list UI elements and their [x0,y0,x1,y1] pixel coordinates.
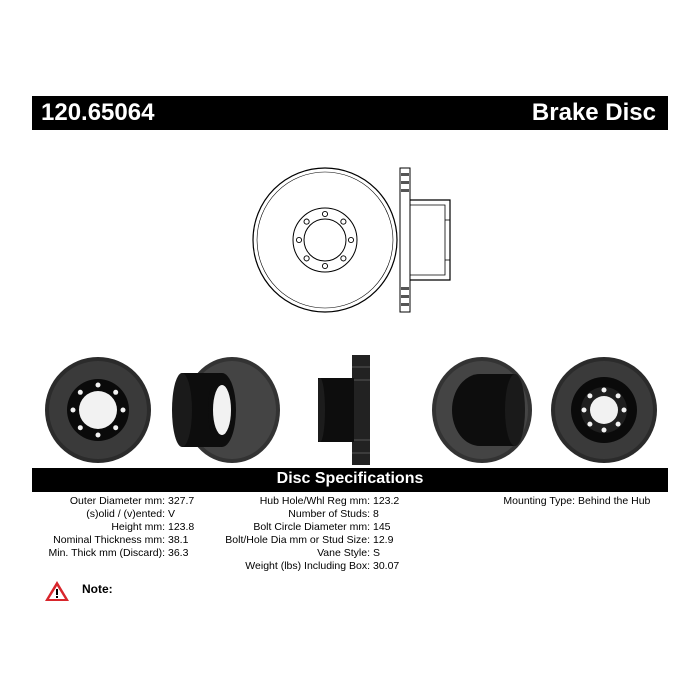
front-view-drawing [252,167,398,313]
rotor-angled-hat-photo [172,357,280,463]
spec-label: Bolt/Hole Dia mm or Stud Size: [225,534,370,546]
spec-label: Min. Thick mm (Discard): [48,547,165,559]
specs-column-3: Mounting Type:Behind the Hub [470,495,650,508]
spec-value: 8 [373,508,379,520]
note-label: Note: [82,582,113,596]
spec-row: Nominal Thickness mm:38.1 [20,534,194,547]
specs-title: Disc Specifications [276,470,424,487]
spec-row: Height mm:123.8 [20,521,194,534]
specs-column-2: Hub Hole/Whl Reg mm:123.2 Number of Stud… [200,495,399,573]
spec-value: 38.1 [168,534,189,546]
spec-label: Bolt Circle Diameter mm: [253,521,370,533]
spec-value: 36.3 [168,547,189,559]
spec-row: Min. Thick mm (Discard):36.3 [20,547,194,560]
warning-triangle-icon [45,581,69,601]
spec-value: 123.8 [168,521,195,533]
rotor-front-photo [45,357,151,463]
spec-row: (s)olid / (v)ented:V [20,508,194,521]
specs-header: Disc Specifications [32,468,668,492]
rotor-side-photo [318,355,370,465]
spec-label: Mounting Type: [503,495,575,507]
spec-value: 123.2 [373,495,400,507]
part-number: 120.65064 [41,99,155,126]
spec-row: Weight (lbs) Including Box:30.07 [200,560,399,573]
spec-label: (s)olid / (v)ented: [86,508,165,520]
spec-value: 145 [373,521,391,533]
spec-label: Number of Studs: [288,508,370,520]
spec-label: Vane Style: [317,547,370,559]
technical-drawing [252,167,451,313]
spec-row: Hub Hole/Whl Reg mm:123.2 [200,495,400,508]
spec-row: Number of Studs:8 [200,508,399,521]
cross-section-drawing [399,167,451,313]
product-type: Brake Disc [531,99,656,126]
spec-value: 12.9 [373,534,394,546]
spec-row: Outer Diameter mm:327.7 [20,495,194,508]
spec-row: Bolt Circle Diameter mm:145 [200,521,399,534]
spec-row: Mounting Type:Behind the Hub [470,495,650,508]
spec-label: Nominal Thickness mm: [53,534,165,546]
spec-row: Bolt/Hole Dia mm or Stud Size:12.9 [200,534,399,547]
spec-row: Vane Style:S [200,547,399,560]
rotor-back-photo [551,357,657,463]
rotor-angled-back-photo [432,357,532,463]
title-bar: 120.65064 Brake Disc [32,96,668,130]
spec-value: S [373,547,381,559]
spec-value: 30.07 [373,560,400,572]
spec-label: Outer Diameter mm: [69,495,165,507]
spec-value: Behind the Hub [578,495,651,507]
spec-value: V [168,508,176,520]
specs-column-1: Outer Diameter mm:327.7 (s)olid / (v)ent… [20,495,195,560]
spec-label: Weight (lbs) Including Box: [245,560,370,572]
spec-label: Hub Hole/Whl Reg mm: [259,495,370,507]
spec-label: Height mm: [111,521,165,533]
note: Note: [44,580,244,604]
spec-value: 327.7 [168,495,195,507]
